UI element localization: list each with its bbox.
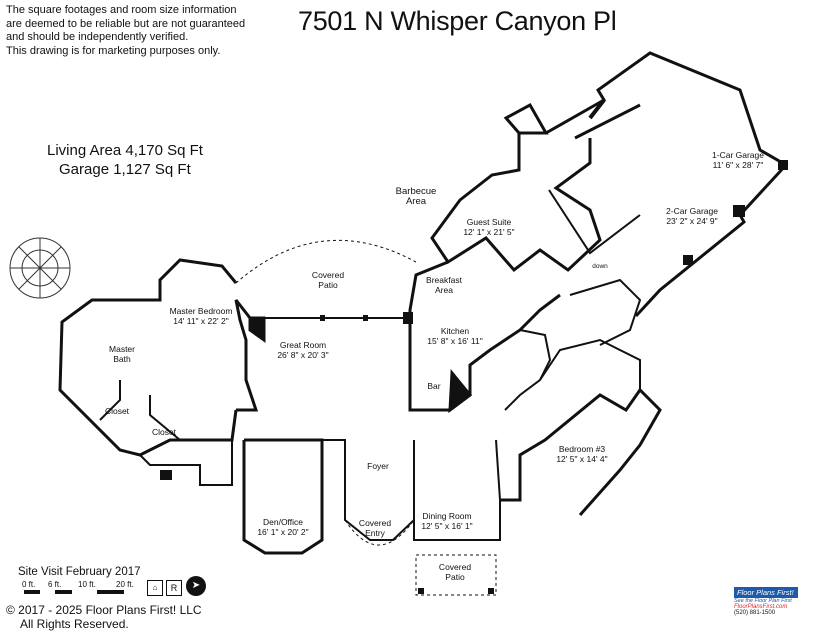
scale-label-0: 0 ft. [22, 580, 36, 589]
garage-area: Garage 1,127 Sq Ft [59, 161, 191, 178]
great-room-name: Great Room [279, 340, 327, 350]
closet-label-1: Closet [104, 406, 130, 416]
scale-label-20: 20 ft. [116, 580, 134, 589]
guest-suite-name: Guest Suite [466, 217, 512, 227]
dining-room-dim: 12' 5" x 16' 1" [421, 521, 473, 531]
one-car-garage-dim: 11' 6" x 28' 7" [712, 160, 764, 170]
guest-suite-label: Guest Suite 12' 1" x 21' 5" [463, 217, 514, 237]
living-area: Living Area 4,170 Sq Ft [47, 142, 203, 159]
copyright: © 2017 - 2025 Floor Plans First! LLC All… [6, 603, 202, 631]
great-room-label: Great Room 26' 8" x 20' 3" [277, 340, 328, 360]
scale-label-10: 10 ft. [78, 580, 96, 589]
floor-plans-first-logo: Floor Plans First! See the Floor Plan Fi… [734, 587, 798, 623]
logo-brand: Floor Plans First! [734, 587, 798, 598]
front-covered-patio-label: Covered Patio [438, 562, 472, 582]
two-car-garage-dim: 23' 2" x 24' 9" [666, 216, 718, 226]
copyright-line-2: All Rights Reserved. [20, 617, 129, 631]
dining-room-name: Dining Room [422, 511, 472, 521]
bedroom-3-dim: 12' 5" x 14' 4" [556, 454, 608, 464]
realtor-icon: R [166, 580, 182, 596]
property-address: 7501 N Whisper Canyon Pl [298, 6, 617, 36]
master-bedroom-dim: 14' 11" x 22' 2" [173, 316, 229, 326]
one-car-garage-label: 1-Car Garage 11' 6" x 28' 7" [712, 150, 764, 170]
foyer-label: Foyer [367, 461, 389, 471]
master-bedroom-name: Master Bedroom [169, 306, 233, 316]
kitchen-dim: 15' 8" x 16' 11" [427, 336, 483, 346]
two-car-garage-label: 2-Car Garage 23' 2" x 24' 9" [666, 206, 718, 226]
equal-housing-icon: ⌂ [147, 580, 163, 596]
tree-icon [9, 237, 71, 299]
master-bedroom-label: Master Bedroom 14' 11" x 22' 2" [170, 306, 233, 326]
kitchen-name: Kitchen [440, 326, 470, 336]
den-office-label: Den/Office 16' 1" x 20' 2" [257, 517, 308, 537]
great-room-dim: 26' 8" x 20' 3" [277, 350, 329, 360]
breakfast-area-label: Breakfast Area [426, 275, 462, 295]
one-car-garage-name: 1-Car Garage [712, 150, 764, 160]
dining-room-label: Dining Room 12' 5" x 16' 1" [421, 511, 472, 531]
scale-label-6: 6 ft. [48, 580, 62, 589]
barbecue-area-label: Barbecue Area [395, 186, 437, 207]
bedroom-3-name: Bedroom #3 [558, 444, 606, 454]
logo-url: FloorPlansFirst.com [734, 604, 788, 610]
kitchen-label: Kitchen 15' 8" x 16' 11" [427, 326, 482, 346]
copyright-line-1: © 2017 - 2025 Floor Plans First! LLC [6, 603, 202, 617]
guest-suite-dim: 12' 1" x 21' 5" [463, 227, 515, 237]
closet-label-2: Closet [151, 427, 177, 437]
garage-wall [545, 51, 789, 318]
bedroom-3-label: Bedroom #3 12' 5" x 14' 4" [556, 444, 607, 464]
two-car-garage-name: 2-Car Garage [666, 206, 718, 216]
site-visit-date: Site Visit February 2017 [18, 566, 141, 578]
compass-icon: ➤ [186, 576, 206, 596]
disclaimer-text: The square footages and room size inform… [6, 4, 246, 57]
covered-entry-label: Covered Entry [358, 518, 392, 538]
logo-phone: (520) 881-1500 [734, 610, 776, 616]
master-bath-label: Master Bath [109, 344, 135, 364]
area-summary: Living Area 4,170 Sq Ft Garage 1,127 Sq … [47, 141, 203, 179]
bar-label: Bar [427, 381, 441, 391]
den-office-name: Den/Office [262, 517, 303, 527]
logo-tagline: See the Floor Plan First [734, 598, 792, 604]
covered-patio-label: Covered Patio [311, 270, 345, 290]
den-office-dim: 16' 1" x 20' 2" [257, 527, 309, 537]
scale-bar [24, 590, 124, 594]
down-label: down [592, 263, 608, 270]
